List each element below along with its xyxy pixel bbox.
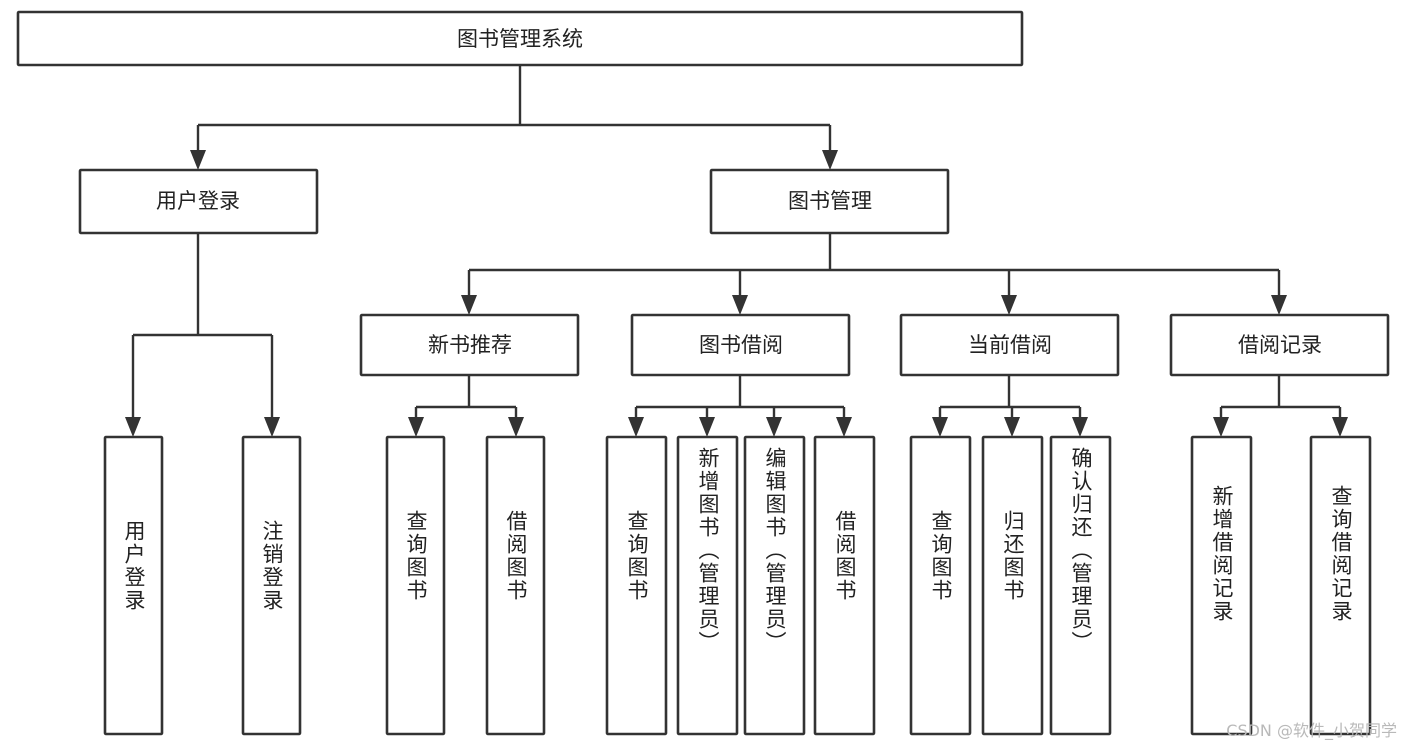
arrow-head-current-borrow bbox=[1001, 295, 1017, 315]
node-leaf-return-book[interactable]: 归还图书 bbox=[981, 435, 1044, 736]
node-leaf-query-book-1-label: 查询图书 bbox=[404, 510, 428, 602]
node-leaf-return-book-label: 归还图书 bbox=[1001, 510, 1025, 602]
node-new-book-recommend-box[interactable] bbox=[359, 313, 580, 377]
arrow-head-leaf-query-book-1 bbox=[408, 417, 424, 437]
node-borrow-record-label: 借阅记录 bbox=[1238, 333, 1322, 357]
node-leaf-edit-book-box[interactable] bbox=[743, 435, 806, 736]
node-new-book-recommend-label: 新书推荐 bbox=[428, 333, 512, 357]
node-leaf-query-book-1[interactable]: 查询图书 bbox=[385, 435, 446, 736]
node-root[interactable]: 图书管理系统 bbox=[16, 10, 1024, 67]
node-leaf-user-login[interactable]: 用户登录 bbox=[103, 435, 164, 736]
node-current-borrow[interactable]: 当前借阅 bbox=[899, 313, 1120, 377]
node-leaf-borrow-book-1[interactable]: 借阅图书 bbox=[485, 435, 546, 736]
arrow-head-leaf-add-record bbox=[1213, 417, 1229, 437]
node-leaf-query-record-box[interactable] bbox=[1309, 435, 1372, 736]
node-leaf-borrow-book-2-box[interactable] bbox=[813, 435, 876, 736]
arrow-head-leaf-edit-book bbox=[766, 417, 782, 437]
node-leaf-logout-label: 注销登录 bbox=[260, 520, 284, 612]
arrow-head-leaf-borrow-book-2 bbox=[836, 417, 852, 437]
arrow-head-leaf-query-book-3 bbox=[932, 417, 948, 437]
node-leaf-borrow-book-1-label: 借阅图书 bbox=[504, 510, 528, 602]
node-leaf-query-record[interactable]: 查询借阅记录 bbox=[1309, 435, 1372, 736]
node-book-borrow-box[interactable] bbox=[630, 313, 851, 377]
arrow-head-leaf-query-record bbox=[1332, 417, 1348, 437]
node-leaf-add-book-box[interactable] bbox=[676, 435, 739, 736]
node-current-borrow-label: 当前借阅 bbox=[968, 333, 1052, 357]
node-root-box[interactable] bbox=[16, 10, 1024, 67]
node-leaf-query-book-3-label: 查询图书 bbox=[929, 510, 953, 602]
node-leaf-borrow-book-2-label: 借阅图书 bbox=[833, 510, 857, 602]
node-leaf-query-book-3-box[interactable] bbox=[909, 435, 972, 736]
node-leaf-query-book-2-box[interactable] bbox=[605, 435, 668, 736]
node-book-management-label: 图书管理 bbox=[788, 189, 872, 213]
arrow-head-new-book-recommend bbox=[461, 295, 477, 315]
node-leaf-user-login-box[interactable] bbox=[103, 435, 164, 736]
node-leaf-edit-book-label: 编辑图书（管理员） bbox=[763, 447, 787, 654]
node-root-label: 图书管理系统 bbox=[457, 27, 583, 51]
node-leaf-borrow-book-2[interactable]: 借阅图书 bbox=[813, 435, 876, 736]
node-leaf-logout-box[interactable] bbox=[241, 435, 302, 736]
node-leaf-borrow-book-1-box[interactable] bbox=[485, 435, 546, 736]
arrow-head-leaf-confirm-return bbox=[1072, 417, 1088, 437]
arrow-head-leaf-user-login bbox=[125, 417, 141, 437]
arrow-head-borrow-record bbox=[1271, 295, 1287, 315]
node-leaf-edit-book[interactable]: 编辑图书（管理员） bbox=[743, 435, 806, 736]
node-book-management[interactable]: 图书管理 bbox=[709, 168, 950, 235]
connector-layer bbox=[125, 65, 1348, 437]
node-leaf-add-record-label: 新增借阅记录 bbox=[1210, 485, 1234, 623]
arrow-head-book-borrow bbox=[732, 295, 748, 315]
node-leaf-confirm-return-box[interactable] bbox=[1049, 435, 1112, 736]
arrow-head-leaf-logout bbox=[264, 417, 280, 437]
node-user-login[interactable]: 用户登录 bbox=[78, 168, 319, 235]
node-leaf-add-book-label: 新增图书（管理员） bbox=[696, 447, 720, 654]
node-borrow-record[interactable]: 借阅记录 bbox=[1169, 313, 1390, 377]
node-user-login-label: 用户登录 bbox=[156, 189, 240, 213]
arrow-head-leaf-query-book-2 bbox=[628, 417, 644, 437]
node-book-management-box[interactable] bbox=[709, 168, 950, 235]
arrow-head-leaf-add-book bbox=[699, 417, 715, 437]
node-leaf-add-record-box[interactable] bbox=[1190, 435, 1253, 736]
node-leaf-query-book-2-label: 查询图书 bbox=[625, 510, 649, 602]
node-book-borrow[interactable]: 图书借阅 bbox=[630, 313, 851, 377]
node-current-borrow-box[interactable] bbox=[899, 313, 1120, 377]
arrow-head-book-management bbox=[822, 150, 838, 170]
arrow-head-leaf-return-book bbox=[1004, 417, 1020, 437]
arrow-head-leaf-borrow-book-1 bbox=[508, 417, 524, 437]
node-leaf-query-record-label: 查询借阅记录 bbox=[1329, 485, 1353, 623]
node-leaf-add-record[interactable]: 新增借阅记录 bbox=[1190, 435, 1253, 736]
node-leaf-return-book-box[interactable] bbox=[981, 435, 1044, 736]
node-borrow-record-box[interactable] bbox=[1169, 313, 1390, 377]
node-leaf-user-login-label: 用户登录 bbox=[122, 520, 146, 612]
node-leaf-add-book[interactable]: 新增图书（管理员） bbox=[676, 435, 739, 736]
node-leaf-confirm-return[interactable]: 确认归还（管理员） bbox=[1049, 435, 1112, 736]
node-leaf-query-book-3[interactable]: 查询图书 bbox=[909, 435, 972, 736]
node-book-borrow-label: 图书借阅 bbox=[699, 333, 783, 357]
node-leaf-query-book-1-box[interactable] bbox=[385, 435, 446, 736]
node-new-book-recommend[interactable]: 新书推荐 bbox=[359, 313, 580, 377]
arrow-head-user-login bbox=[190, 150, 206, 170]
node-leaf-query-book-2[interactable]: 查询图书 bbox=[605, 435, 668, 736]
node-user-login-box[interactable] bbox=[78, 168, 319, 235]
node-leaf-confirm-return-label: 确认归还（管理员） bbox=[1069, 447, 1093, 654]
node-leaf-logout[interactable]: 注销登录 bbox=[241, 435, 302, 736]
